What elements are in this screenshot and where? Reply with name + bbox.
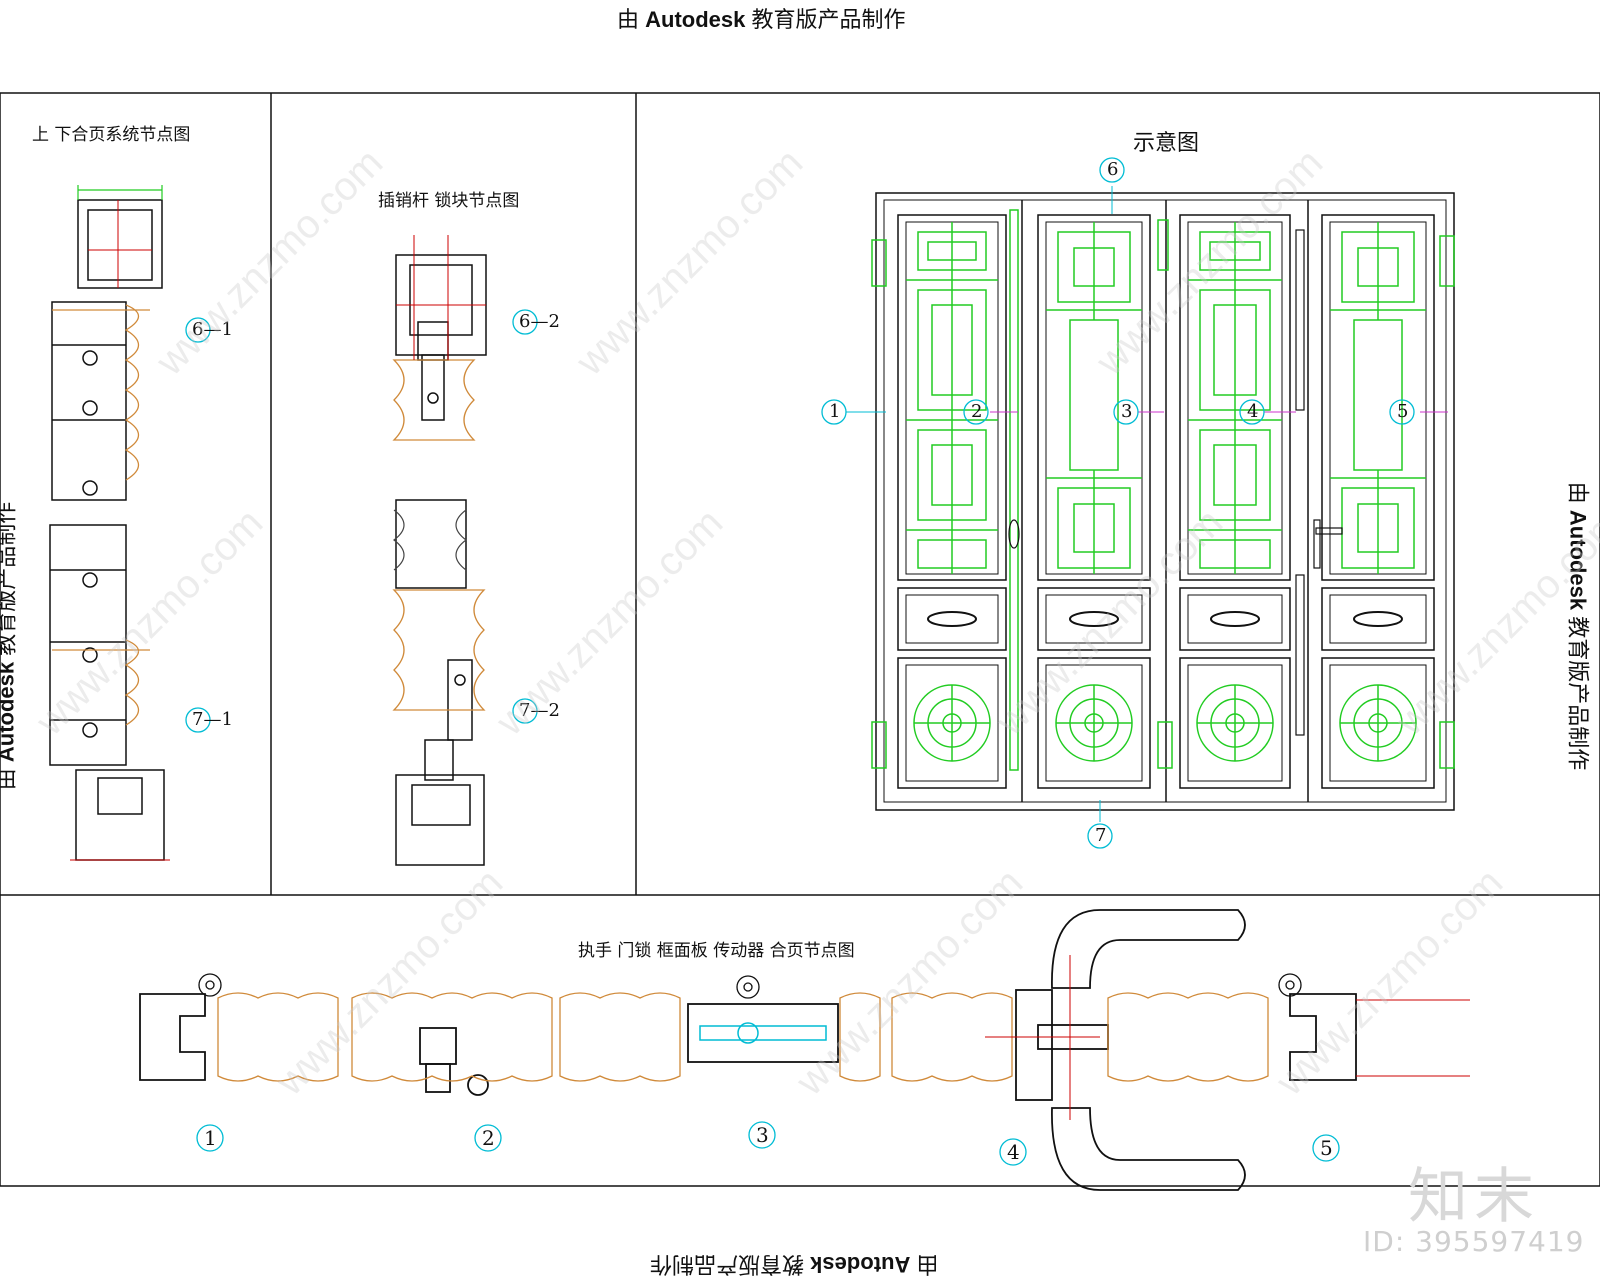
section-callout-1: 1 [204, 1126, 217, 1150]
hinge-panel-title: 上 下合页系统节点图 [32, 125, 191, 145]
section-callout-2: 2 [482, 1126, 495, 1150]
schematic-callout-7: 7 [1095, 825, 1107, 846]
schematic-callout-6: 6 [1107, 159, 1119, 180]
znzmo-logo: 知末 [1408, 1162, 1540, 1232]
door-leaf-4 [1321, 214, 1435, 789]
bolt-node-drawing [392, 235, 487, 866]
callout-6-1: 6—1 [192, 319, 233, 340]
section-callout-5: 5 [1320, 1136, 1333, 1160]
door-leaf-1 [897, 214, 1007, 789]
bolt-panel-title: 插销杆 锁块节点图 [378, 191, 520, 211]
schematic-callout-5: 5 [1397, 401, 1409, 422]
bottom-panel-title: 执手 门锁 框面板 传动器 合页节点图 [578, 941, 855, 961]
section-callout-3: 3 [756, 1123, 769, 1147]
callout-circles [185, 157, 1415, 1166]
horizontal-section-drawing [139, 909, 1470, 1191]
door-leaf-3 [1179, 214, 1291, 789]
image-id: ID: 395597419 [1363, 1225, 1585, 1258]
schematic-callout-3: 3 [1121, 401, 1133, 422]
schematic-callout-2: 2 [971, 401, 983, 422]
hinges [871, 209, 1455, 771]
edu-stamp-top: 由 Autodesk 教育版产品制作 [617, 7, 906, 32]
door-schematic [846, 186, 1455, 822]
hinge-node-drawing [49, 185, 170, 861]
schematic-panel-title: 示意图 [1133, 131, 1200, 156]
sheet-frame [0, 92, 1600, 1187]
door-leaf-2 [1037, 214, 1151, 789]
schematic-callout-4: 4 [1247, 401, 1259, 422]
schematic-callout-1: 1 [829, 401, 841, 422]
section-callout-4: 4 [1007, 1140, 1020, 1164]
callout-7-1: 7—1 [192, 709, 233, 730]
callout-6-2: 6—2 [519, 311, 560, 332]
callout-7-2: 7—2 [519, 700, 560, 721]
